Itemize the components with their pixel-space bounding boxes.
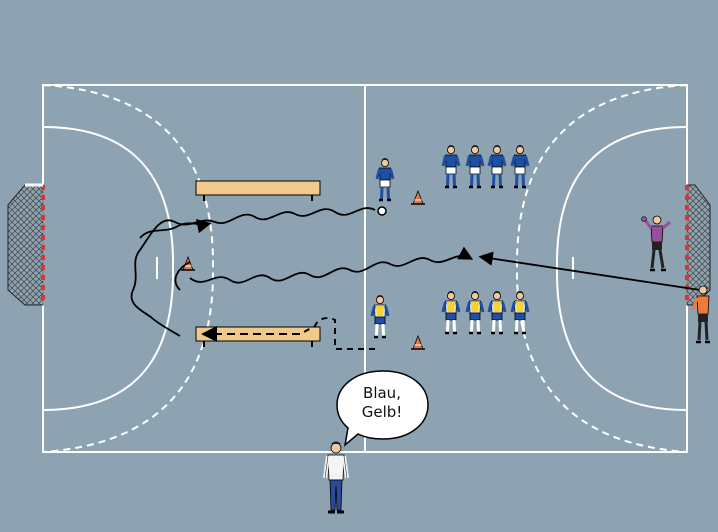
right-goal-net-icon	[685, 184, 711, 306]
top-bench-icon	[195, 180, 321, 201]
pass-line	[478, 251, 701, 291]
player-blue-4	[510, 143, 530, 189]
dribble-path-middle	[189, 246, 474, 284]
player-blue-3	[487, 143, 507, 189]
speech-bubble-text: Blau, Gelb!	[346, 384, 418, 422]
right-goal-area-line	[555, 126, 688, 411]
player-yellow-3	[487, 289, 507, 335]
speech-bubble-icon	[336, 370, 429, 447]
bottom-cone-icon	[410, 335, 426, 350]
run-path-bottom	[299, 317, 375, 350]
left-goal-net-icon	[7, 183, 45, 306]
ball-icon	[377, 206, 387, 216]
speech-line-1: Blau,	[363, 384, 401, 402]
bottom-bench-icon	[195, 326, 321, 347]
left-goal-area-line	[42, 126, 175, 411]
player-yellow-1	[441, 289, 461, 335]
player-blue-2	[465, 143, 485, 189]
player-yellow-4	[510, 289, 530, 335]
dribble-loop-cone	[174, 261, 191, 291]
speech-line-2: Gelb!	[361, 403, 403, 421]
goalkeeper-purple-icon	[641, 215, 671, 272]
player-yellow-active	[370, 293, 390, 339]
player-yellow-2	[465, 289, 485, 335]
right-free-throw-line	[515, 84, 688, 453]
left-free-throw-line	[42, 84, 215, 453]
player-blue-active	[375, 156, 395, 202]
dribble-arrow-top	[139, 219, 212, 239]
goalkeeper-orange-icon	[691, 285, 710, 344]
coach-icon	[323, 441, 349, 514]
top-cone-icon	[410, 190, 426, 205]
player-blue-1	[441, 143, 461, 189]
